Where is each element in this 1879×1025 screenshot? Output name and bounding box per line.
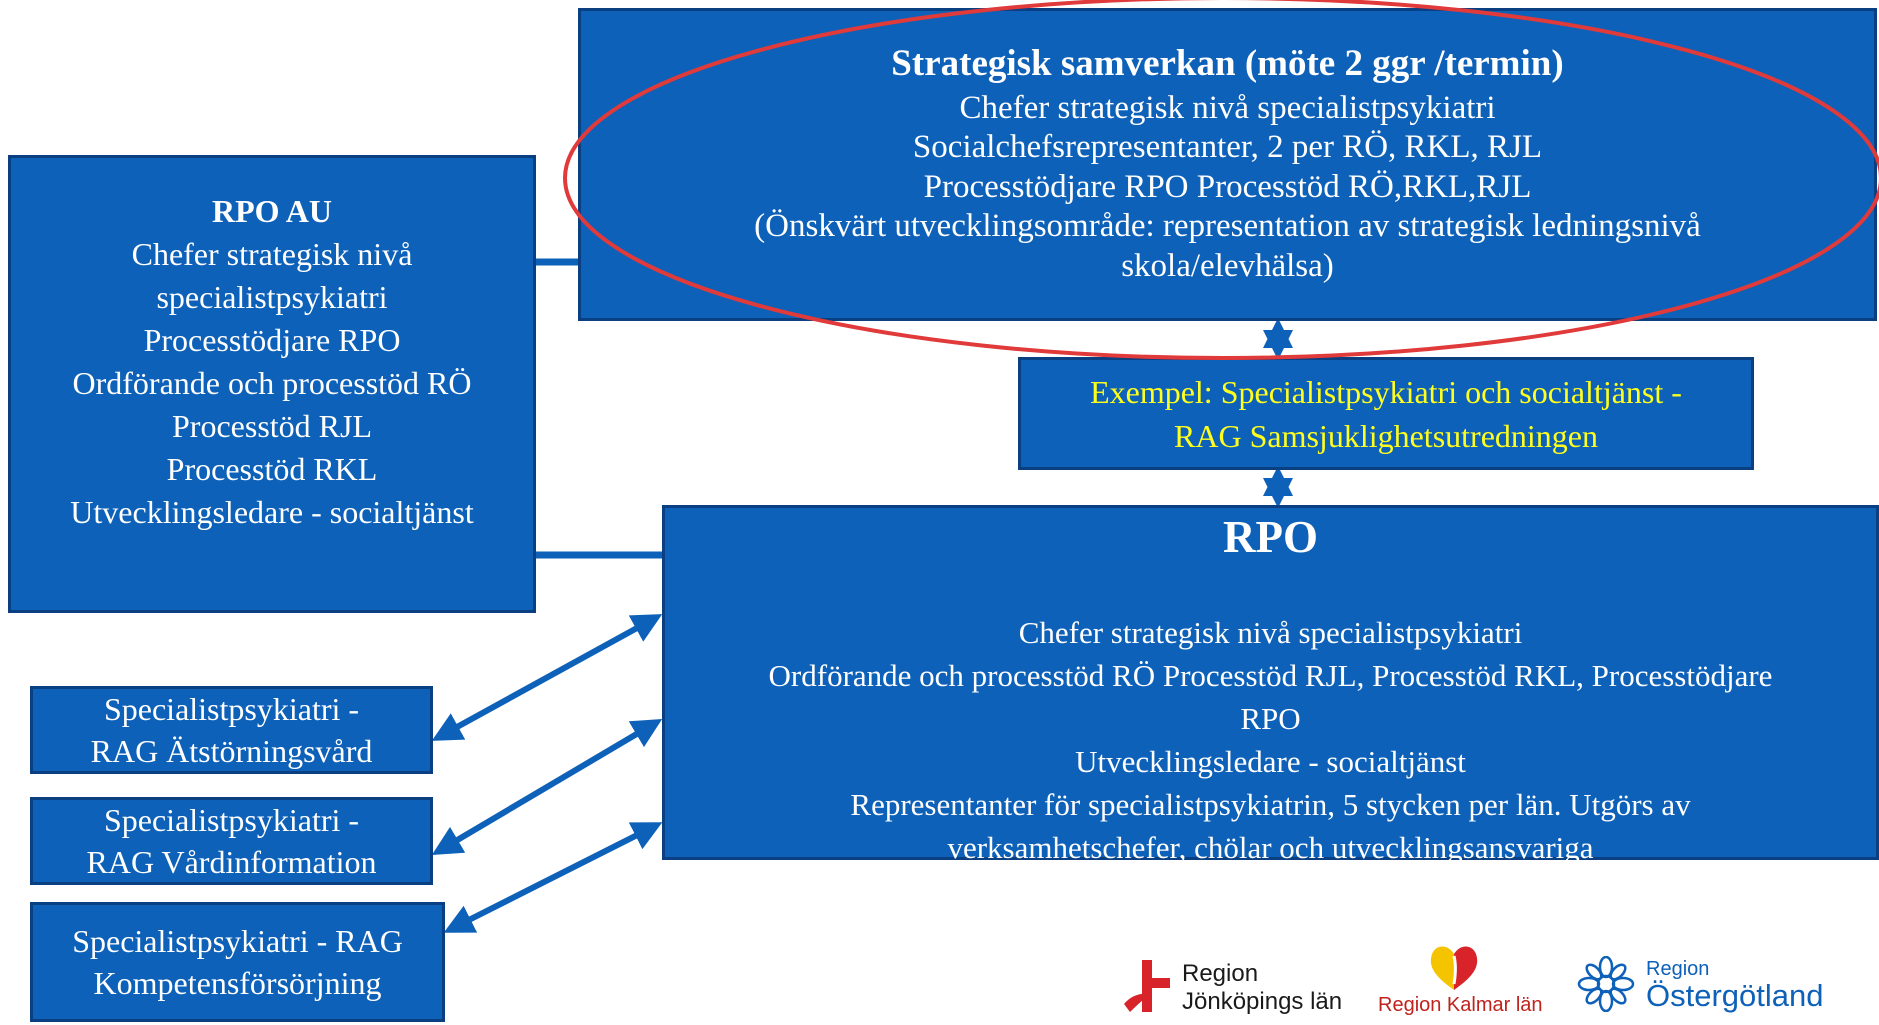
- rjl-line2: Jönköpings län: [1182, 988, 1343, 1015]
- rpo-line: Ordförande och processtöd RÖ Processtöd …: [768, 658, 1773, 693]
- rpo-box: RPO Chefer strategisk nivå specialistpsy…: [662, 505, 1879, 865]
- rpo-line: Chefer strategisk nivå specialistpsykiat…: [1018, 615, 1523, 650]
- rpo-au-line: Ordförande och processtöd RÖ: [72, 365, 472, 401]
- strategic-line: Processtödjare RPO Processtöd RÖ,RKL,RJL: [923, 168, 1532, 205]
- rog-line2: Östergötland: [1646, 978, 1824, 1013]
- rpo-au-line: Processtöd RJL: [172, 408, 372, 444]
- rpo-au-line: Chefer strategisk nivå: [131, 236, 413, 272]
- rpo-au-line: Utvecklingsledare - socialtjänst: [70, 494, 474, 530]
- rag-line: Kompetensförsörjning: [93, 965, 382, 1001]
- rog-flower-icon: [1577, 956, 1635, 1012]
- rpo-line: Representanter för specialistpsykiatrin,…: [850, 787, 1691, 822]
- rpo-au-title: RPO AU: [212, 193, 332, 229]
- rag-line: RAG Ätstörningsvård: [90, 733, 373, 769]
- strategic-collaboration-box: Strategisk samverkan (möte 2 ggr /termin…: [578, 8, 1877, 321]
- strategic-line: Socialchefsrepresentanter, 2 per RÖ, RKL…: [912, 129, 1543, 166]
- rpo-line: verksamhetschefer, chölar och utveckling…: [947, 830, 1594, 865]
- strategic-line: skola/elevhälsa): [1121, 248, 1334, 285]
- logo-region-jonkoping: Region Jönköpings län: [1120, 956, 1350, 1018]
- rjl-logo-mark-icon: [1124, 960, 1170, 1012]
- rjl-line1: Region: [1182, 960, 1259, 987]
- logo-region-ostergotland: Region Östergötland: [1576, 952, 1879, 1018]
- rag-box-atstorningsvard: Specialistpsykiatri - RAG Ätstörningsvår…: [30, 686, 433, 774]
- rag-line: Specialistpsykiatri -: [103, 802, 360, 838]
- rpo-line: Utvecklingsledare - socialtjänst: [1075, 744, 1466, 779]
- rkl-text: Region Kalmar län: [1378, 994, 1543, 1016]
- example-rag-box: Exempel: Specialistpsykiatri och socialt…: [1018, 357, 1754, 470]
- logo-region-kalmar: Region Kalmar län: [1376, 940, 1556, 1020]
- example-line: RAG Samsjuklighetsutredningen: [1174, 417, 1598, 454]
- rpo-au-line: Processtödjare RPO: [143, 322, 401, 358]
- rkl-heart-icon: [1430, 946, 1478, 990]
- rpo-au-box: RPO AU Chefer strategisk nivå specialist…: [8, 155, 536, 613]
- strategic-line: (Önskvärt utvecklingsområde: representat…: [754, 208, 1701, 245]
- rog-line1: Region: [1646, 958, 1710, 980]
- arrow-rag2-rpo: [431, 718, 663, 856]
- rag-line: Specialistpsykiatri - RAG: [72, 923, 403, 959]
- rag-line: Specialistpsykiatri -: [103, 691, 360, 727]
- rpo-au-line: specialistpsykiatri: [156, 279, 388, 315]
- example-line: Exempel: Specialistpsykiatri och socialt…: [1090, 373, 1682, 410]
- arrow-rag1-rpo: [431, 614, 663, 741]
- rpo-title: RPO: [1223, 512, 1318, 562]
- strategic-line: Chefer strategisk nivå specialistpsykiat…: [959, 89, 1496, 126]
- rag-line: RAG Vårdinformation: [86, 844, 377, 880]
- arrow-rag3-rpo: [443, 822, 663, 933]
- rpo-au-line: Processtöd RKL: [166, 451, 378, 487]
- rag-box-kompetensforsorjning: Specialistpsykiatri - RAG Kompetensförsö…: [30, 902, 445, 1022]
- rpo-line: RPO: [1240, 701, 1301, 736]
- rag-box-vardinformation: Specialistpsykiatri - RAG Vårdinformatio…: [30, 797, 433, 885]
- strategic-title: Strategisk samverkan (möte 2 ggr /termin…: [891, 43, 1564, 85]
